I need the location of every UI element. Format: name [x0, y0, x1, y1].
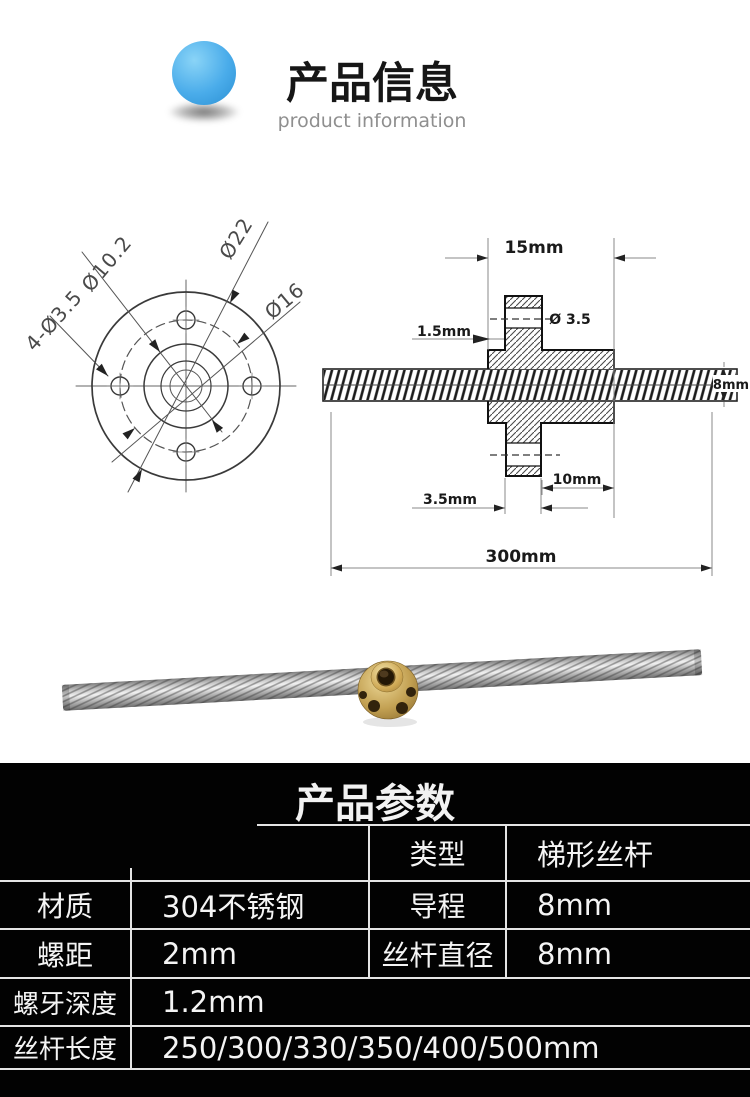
dim-label-outer-diameter: Ø22 [214, 213, 258, 263]
dim-set-screw-hole: Ø 3.5 [549, 312, 591, 328]
param-value-screw-length: 250/300/330/350/400/500mm [162, 1030, 600, 1065]
param-label-pitch: 螺距 [36, 938, 93, 972]
nut-shadow [363, 717, 417, 727]
dim-boss-width: 3.5mm [423, 492, 477, 508]
param-value-material: 304不锈钢 [162, 890, 305, 924]
table-line-v [130, 868, 132, 1070]
dimension-lines [330, 238, 725, 576]
param-label-screw-length: 丝杆长度 [12, 1035, 117, 1065]
table-line-h [0, 1068, 750, 1070]
param-label-material: 材质 [36, 890, 93, 923]
dim-label-bolt-holes: 4-Ø3.5 [20, 285, 87, 356]
leader-arrows [96, 289, 250, 483]
screw-side-view: 15mm 1.5mm Ø 3.5 8mm 10mm 3.5mm 300mm [322, 238, 750, 576]
dim-label-hub-diameter: Ø10.2 [76, 231, 136, 296]
param-value-screw-diameter: 8mm [537, 936, 612, 971]
page-subtitle: product information [277, 110, 467, 132]
table-line-h [0, 977, 750, 979]
brass-flange-nut [357, 660, 419, 720]
dim-rod-diameter: 8mm [713, 378, 749, 393]
param-value-pitch: 2mm [162, 936, 237, 971]
blue-dot-icon [172, 41, 236, 105]
nut-centerlines [490, 318, 560, 456]
nut-section-hatch [488, 296, 614, 476]
dim-rod-label-bg [713, 375, 750, 392]
param-label-type: 类型 [409, 838, 466, 871]
param-value-type: 梯形丝杆 [537, 838, 654, 872]
param-value-thread-depth: 1.2mm [162, 985, 265, 1019]
rod-section [322, 368, 738, 402]
blue-dot-shadow [168, 102, 240, 122]
nut-section-outline [487, 295, 615, 477]
parameters-panel: 产品参数 类型 梯形丝杆 材质 304不锈钢 导程 8mm 螺距 2mm 丝杆直… [0, 763, 750, 1097]
dim-flange-width: 15mm [504, 238, 563, 258]
flange-front-view: Ø10.2 Ø22 Ø16 4-Ø3.5 [20, 213, 309, 493]
dim-label-bolt-circle: Ø16 [260, 277, 309, 324]
title-underline [257, 824, 750, 826]
dim-flange-offset: 1.5mm [417, 324, 471, 340]
product-photo [61, 649, 703, 727]
table-line-v [505, 824, 507, 979]
table-line-h [0, 880, 750, 882]
param-label-lead: 导程 [409, 890, 466, 923]
bolt-hole-centerlines [106, 306, 266, 466]
parameters-title: 产品参数 [295, 781, 455, 827]
param-label-thread-depth: 螺牙深度 [12, 989, 117, 1020]
param-value-lead: 8mm [537, 888, 612, 922]
dim-boss-offset: 10mm [553, 472, 602, 488]
table-line-h [0, 928, 750, 930]
page-title: 产品信息 [286, 59, 458, 109]
param-label-screw-diameter: 丝杆直径 [381, 938, 494, 972]
dim-total-length: 300mm [486, 547, 557, 567]
table-line-h [0, 1025, 750, 1027]
technical-drawing: Ø10.2 Ø22 Ø16 4-Ø3.5 [20, 213, 750, 576]
table-line-v [368, 824, 370, 979]
